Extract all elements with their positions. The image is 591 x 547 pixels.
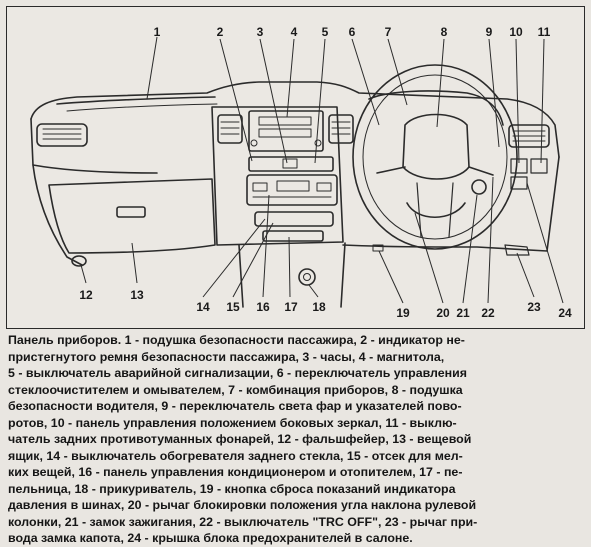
caption-line: вода замка капота, 24 - крышка блока пре…	[8, 531, 413, 545]
callout-5: 5	[322, 25, 329, 39]
caption-line: безопасности водителя, 9 - переключатель…	[8, 399, 462, 413]
dashboard-drawing: 1 2 3 4 5 6 7 8 9 10 11 12 13 14 15 16 1…	[30, 25, 572, 320]
callout-18: 18	[312, 300, 326, 314]
caption-line: ротов, 10 - панель управления положением…	[8, 415, 457, 430]
caption-line: пристегнутого ремня безопасности пассажи…	[8, 349, 445, 364]
callout-1: 1	[154, 25, 161, 39]
callout-16: 16	[256, 300, 270, 314]
callout-12: 12	[79, 288, 93, 302]
caption-line: ких вещей, 16 - панель управления кондиц…	[8, 465, 463, 479]
figure-caption: Панель приборов. 1 - подушка безопасност…	[8, 332, 583, 547]
callout-11: 11	[538, 25, 551, 39]
callout-21: 21	[456, 306, 470, 320]
callout-4: 4	[291, 25, 298, 39]
callout-24: 24	[558, 306, 572, 320]
callout-7: 7	[385, 25, 392, 39]
callout-20: 20	[436, 306, 450, 320]
caption-line: чатель задних противотуманных фонарей, 1…	[8, 432, 472, 446]
caption-line: давления в шинах, 20 - рычаг блокировки …	[8, 498, 477, 512]
callout-19: 19	[396, 306, 410, 320]
callout-13: 13	[130, 288, 144, 302]
callout-3: 3	[257, 25, 264, 39]
caption-line: пельница, 18 - прикуриватель, 19 - кнопк…	[8, 481, 456, 496]
callout-10: 10	[509, 25, 523, 39]
callout-14: 14	[196, 300, 210, 314]
callout-2: 2	[217, 25, 224, 39]
callout-22: 22	[481, 306, 495, 320]
callout-15: 15	[226, 300, 240, 314]
caption-line: 5 - выключатель аварийной сигнализации, …	[8, 366, 467, 380]
dashboard-illustration: 1 2 3 4 5 6 7 8 9 10 11 12 13 14 15 16 1…	[6, 6, 585, 329]
callout-8: 8	[441, 25, 448, 39]
callout-9: 9	[486, 25, 493, 39]
caption-line: стеклоочистителем и омывателем, 7 - комб…	[8, 382, 463, 397]
callout-23: 23	[527, 300, 541, 314]
caption-line: ящик, 14 - выключатель обогревателя задн…	[8, 448, 463, 463]
callout-6: 6	[349, 25, 356, 39]
callout-17: 17	[284, 300, 298, 314]
caption-line: Панель приборов. 1 - подушка безопасност…	[8, 333, 465, 347]
caption-line: колонки, 21 - замок зажигания, 22 - выкл…	[8, 514, 478, 529]
